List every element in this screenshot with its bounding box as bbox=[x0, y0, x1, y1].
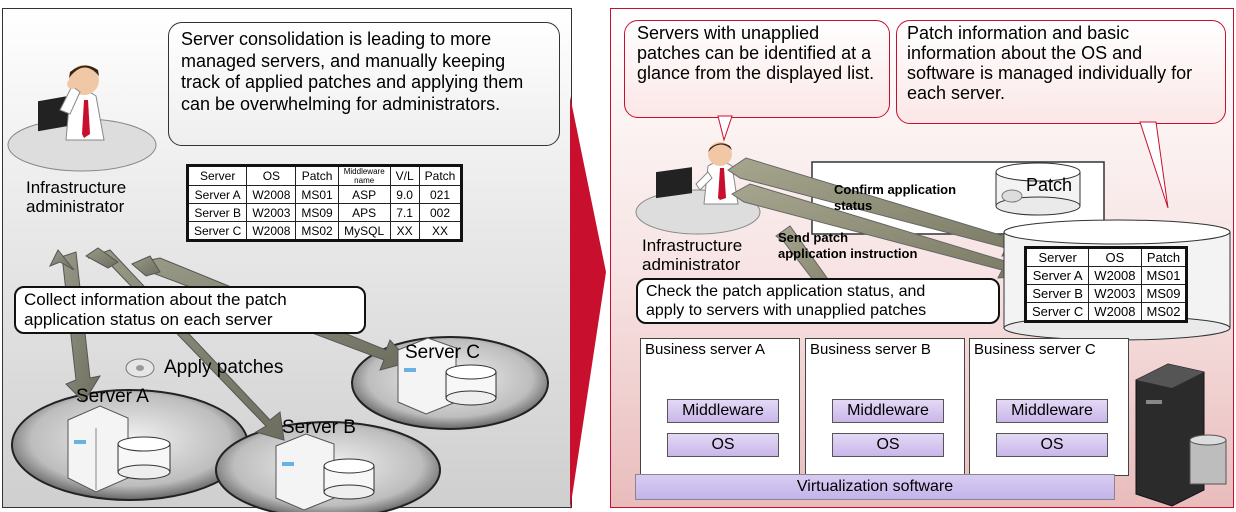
table-cell: W2008 bbox=[1088, 302, 1142, 322]
server-a-label: Server A bbox=[76, 386, 149, 407]
table-cell: W2008 bbox=[246, 185, 297, 204]
send-instruction-label: Send patch application instruction bbox=[778, 230, 917, 262]
patch-database-label: Patch bbox=[1026, 175, 1073, 195]
server-c-label: Server C bbox=[405, 342, 480, 363]
table-cell: XX bbox=[389, 221, 420, 241]
left-table-header: Server OS Patch Middleware name V/L Patc… bbox=[186, 165, 463, 186]
right-th-os: OS bbox=[1088, 247, 1142, 267]
confirm-status-label: Confirm application status bbox=[834, 182, 956, 214]
table-cell: W2008 bbox=[246, 221, 297, 241]
business-server-c-os: OS bbox=[996, 433, 1108, 457]
table-cell: APS bbox=[337, 203, 391, 222]
left-speech-bubble: Server consolidation is leading to more … bbox=[168, 22, 560, 146]
table-cell: MS01 bbox=[1140, 266, 1188, 285]
table-cell: 7.1 bbox=[389, 203, 420, 222]
table-row: Server A W2008 MS01 bbox=[1024, 266, 1188, 285]
server-a-storage-icon bbox=[117, 436, 171, 480]
table-cell: Server A bbox=[186, 185, 248, 204]
business-server-a: Business server A Middleware OS bbox=[640, 338, 800, 476]
table-row: Server C W2008 MS02 MySQL XX XX bbox=[186, 221, 463, 241]
table-cell: Server B bbox=[186, 203, 248, 222]
table-cell: 021 bbox=[418, 185, 463, 204]
right-server-table: Server OS Patch Server A W2008 MS01 Serv… bbox=[1024, 246, 1189, 323]
table-cell: 9.0 bbox=[389, 185, 420, 204]
table-cell: MS01 bbox=[295, 185, 339, 204]
table-cell: Server A bbox=[1024, 266, 1090, 285]
right-admin-label-line1: Infrastructure bbox=[642, 236, 743, 255]
table-row: Server B W2003 MS09 APS 7.1 002 bbox=[186, 203, 463, 222]
business-server-a-os: OS bbox=[667, 433, 779, 457]
table-cell: MS09 bbox=[295, 203, 339, 222]
left-th-patch: Patch bbox=[295, 165, 339, 186]
business-server-b-middleware: Middleware bbox=[832, 399, 944, 423]
table-cell: Server C bbox=[1024, 302, 1090, 322]
patch-database-icon bbox=[995, 162, 1081, 216]
table-cell: MS02 bbox=[1140, 302, 1188, 322]
cd-icon bbox=[125, 358, 155, 378]
left-th-middleware: Middleware name bbox=[337, 165, 391, 186]
server-b-storage-icon bbox=[323, 458, 375, 500]
left-callout-line1: Collect information about the patch bbox=[24, 290, 287, 309]
right-th-patch: Patch bbox=[1140, 247, 1188, 267]
table-cell: Server C bbox=[186, 221, 248, 241]
table-cell: 002 bbox=[418, 203, 463, 222]
table-cell: ASP bbox=[337, 185, 391, 204]
business-server-c: Business server C Middleware OS bbox=[969, 338, 1129, 476]
business-server-a-middleware: Middleware bbox=[667, 399, 779, 423]
left-admin-label-line1: Infrastructure bbox=[26, 178, 127, 197]
physical-server-icon bbox=[1135, 363, 1227, 507]
server-c-storage-icon bbox=[445, 364, 497, 406]
business-server-c-title: Business server C bbox=[974, 341, 1096, 358]
business-server-a-title: Business server A bbox=[645, 341, 766, 358]
right-administrator-icon bbox=[635, 142, 761, 235]
right-speech-bubble-info: Patch information and basic information … bbox=[896, 20, 1226, 124]
right-table-header: Server OS Patch bbox=[1024, 247, 1188, 267]
left-administrator-icon bbox=[7, 65, 157, 172]
table-cell: Server B bbox=[1024, 284, 1090, 303]
left-callout-line2: application status on each server bbox=[24, 310, 273, 329]
right-admin-label: Infrastructure administrator bbox=[642, 236, 742, 274]
right-speech-bubble-list: Servers with unapplied patches can be id… bbox=[624, 20, 890, 118]
table-cell: XX bbox=[418, 221, 463, 241]
table-cell: MySQL bbox=[337, 221, 391, 241]
server-b-label: Server B bbox=[282, 417, 356, 438]
table-cell: MS02 bbox=[295, 221, 339, 241]
right-callout-line1: Check the patch application status, and bbox=[646, 283, 926, 300]
left-th-vl: V/L bbox=[389, 165, 420, 186]
table-row: Server B W2003 MS09 bbox=[1024, 284, 1188, 303]
table-row: Server A W2008 MS01 ASP 9.0 021 bbox=[186, 185, 463, 204]
right-check-callout: Check the patch application status, and … bbox=[636, 278, 1000, 324]
business-server-c-middleware: Middleware bbox=[996, 399, 1108, 423]
send-line1: Send patch bbox=[778, 230, 849, 245]
confirm-line2: status bbox=[834, 198, 873, 213]
right-callout-line2: apply to servers with unapplied patches bbox=[646, 302, 927, 319]
business-server-b-title: Business server B bbox=[810, 341, 931, 358]
business-server-b-os: OS bbox=[832, 433, 944, 457]
left-th-os: OS bbox=[246, 165, 297, 186]
virtualization-software-layer: Virtualization software bbox=[635, 474, 1115, 500]
table-cell: W2008 bbox=[1088, 266, 1142, 285]
confirm-line1: Confirm application bbox=[834, 182, 957, 197]
transition-arrow-icon bbox=[570, 96, 606, 510]
table-row: Server C W2008 MS02 bbox=[1024, 302, 1188, 322]
left-th-server: Server bbox=[186, 165, 248, 186]
left-admin-label: Infrastructure administrator bbox=[26, 178, 126, 216]
table-cell: MS09 bbox=[1140, 284, 1188, 303]
table-cell: W2003 bbox=[1088, 284, 1142, 303]
business-server-b: Business server B Middleware OS bbox=[805, 338, 965, 476]
apply-patches-label: Apply patches bbox=[164, 357, 284, 378]
left-patch-table: Server OS Patch Middleware name V/L Patc… bbox=[186, 164, 464, 242]
left-admin-label-line2: administrator bbox=[26, 197, 125, 216]
right-admin-label-line2: administrator bbox=[642, 255, 741, 274]
left-collect-callout: Collect information about the patch appl… bbox=[14, 286, 366, 334]
right-th-server: Server bbox=[1024, 247, 1090, 267]
table-cell: W2003 bbox=[246, 203, 297, 222]
left-th-patch2: Patch bbox=[418, 165, 463, 186]
send-line2: application instruction bbox=[778, 246, 918, 261]
